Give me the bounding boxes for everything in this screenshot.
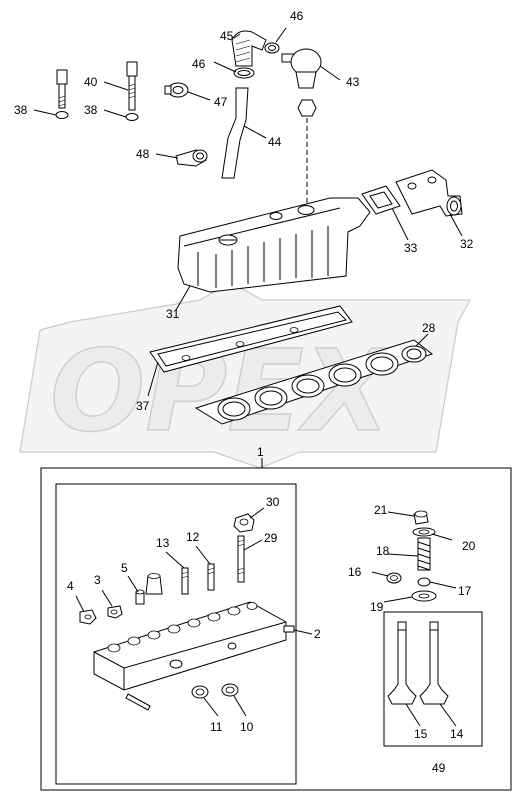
callout-30: 30 [266,495,280,509]
bolt-38-left [55,69,69,119]
callout-31: 31 [166,307,180,321]
callout-40: 40 [84,75,98,89]
valve-49-subframe [383,611,483,747]
retainer-20 [412,527,436,537]
callout-3: 3 [94,573,101,587]
nut-3 [107,605,123,619]
leader-lines [33,27,463,727]
callout-13: 13 [156,536,170,550]
callout-21: 21 [374,503,388,517]
callout-46-top: 46 [290,9,304,23]
callout-32: 32 [460,237,474,251]
callout-44: 44 [268,135,282,149]
stud-13 [181,567,189,595]
dowel-stud [125,693,151,711]
breather-hose-44 [221,87,249,179]
cylinder-head-subframe [55,483,297,785]
seal-17 [417,577,431,587]
callout-38-left: 38 [14,103,28,117]
bracket-48 [175,149,208,167]
callout-19: 19 [370,600,384,614]
callout-33: 33 [404,241,418,255]
callout-labels: 1 2 3 4 5 10 11 12 13 14 15 16 17 18 19 … [14,9,476,775]
elbow-hose-45 [231,30,267,67]
valve-14 [419,621,449,705]
callout-1: 1 [257,445,264,459]
breather-valve-43 [281,48,322,208]
hose-clamp-46-upper [264,42,280,54]
callout-48: 48 [136,147,150,161]
plug-5 [135,589,145,605]
callout-20: 20 [462,539,476,553]
cover-gasket-37 [149,305,353,373]
rocker-cover-31 [177,197,371,293]
clamp-47 [164,82,189,98]
washer-16 [386,572,402,584]
cylinder-head-2 [93,601,295,691]
watermark: OPEX [19,281,472,469]
callout-28: 28 [422,321,436,335]
callout-12: 12 [186,530,200,544]
nut-4 [79,609,97,625]
callout-38-right: 38 [84,103,98,117]
gasket-33 [361,185,401,215]
callout-15: 15 [414,727,428,741]
hose-clamp-46-lower [233,67,255,79]
callout-17: 17 [458,584,472,598]
callout-46-left: 46 [192,57,206,71]
callout-37: 37 [136,399,150,413]
callout-47: 47 [214,95,228,109]
assembly-1-frame [40,467,512,791]
nozzle-sleeve [145,573,163,595]
nut-30 [233,513,255,533]
callout-2: 2 [314,627,321,641]
washer-10 [221,683,239,697]
callout-43: 43 [346,75,360,89]
stud-29 [237,535,245,583]
callout-4: 4 [67,579,74,593]
callout-45: 45 [220,29,234,43]
callout-14: 14 [450,727,464,741]
washer-11 [191,685,209,699]
flange-elbow-32 [395,169,463,217]
seat-19 [411,590,437,602]
callout-18: 18 [376,544,390,558]
callout-16: 16 [348,565,362,579]
cap-21 [413,510,429,525]
callout-49: 49 [432,761,446,775]
callout-29: 29 [264,531,278,545]
bolt-40-left [125,61,139,121]
callout-10: 10 [240,720,254,734]
spring-18 [417,537,431,571]
head-gasket-28 [194,339,434,425]
callout-5: 5 [121,561,128,575]
stud-12 [207,563,215,591]
callout-11: 11 [210,720,223,734]
valve-15 [387,621,417,705]
